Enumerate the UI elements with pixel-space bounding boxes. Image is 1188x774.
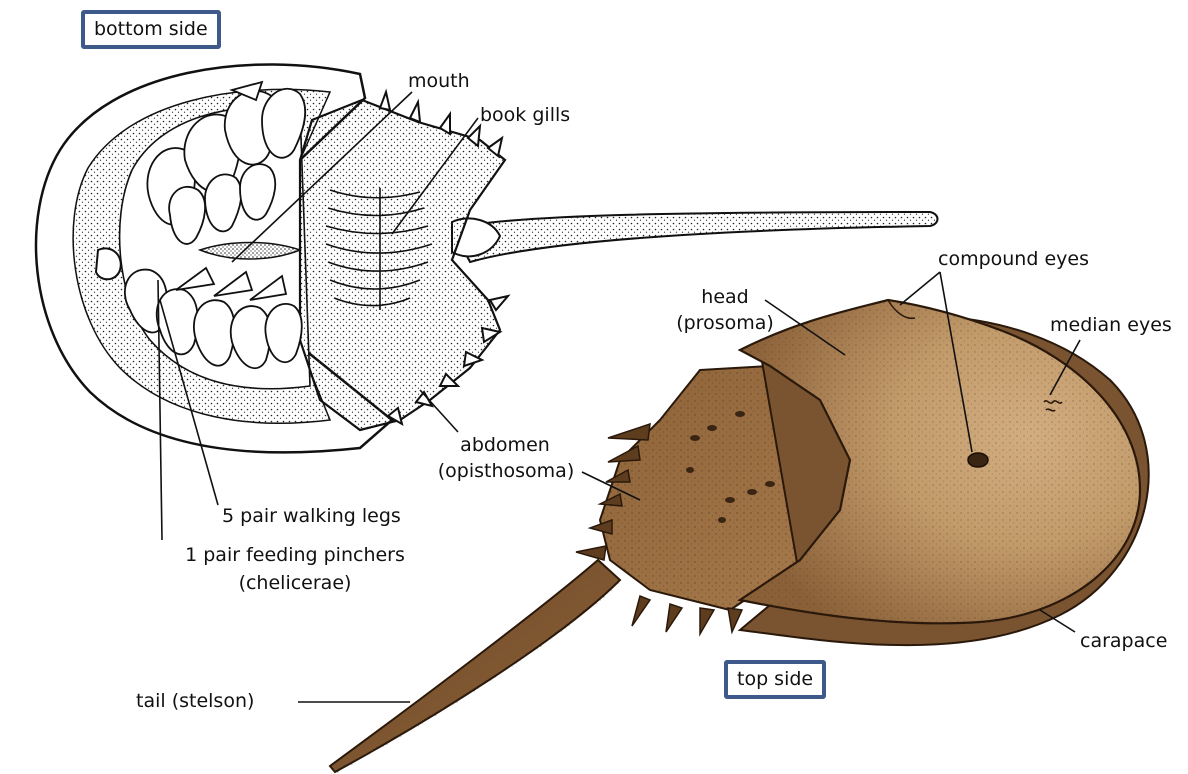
label-mouth: mouth (408, 70, 470, 93)
label-feeding-pinchers-sub: (chelicerae) (160, 572, 430, 595)
compound-eye-mark (968, 453, 988, 467)
label-abdomen-sub: (opisthosoma) (428, 460, 584, 483)
label-walking-legs: 5 pair walking legs (222, 505, 401, 528)
label-book-gills: book gills (480, 104, 570, 127)
label-head-sub: (prosoma) (670, 312, 780, 335)
underside-tail (452, 212, 938, 262)
label-abdomen: abdomen (430, 434, 580, 457)
bottom-side-caption: bottom side (81, 10, 221, 49)
top-side-caption: top side (724, 660, 826, 699)
label-median-eyes: median eyes (1050, 314, 1172, 337)
label-carapace: carapace (1080, 630, 1167, 653)
label-head: head (680, 286, 770, 309)
label-tail: tail (stelson) (136, 690, 254, 713)
underside-abdomen (300, 100, 505, 430)
label-compound-eyes: compound eyes (938, 248, 1089, 271)
label-feeding-pinchers: 1 pair feeding pinchers (160, 544, 430, 567)
